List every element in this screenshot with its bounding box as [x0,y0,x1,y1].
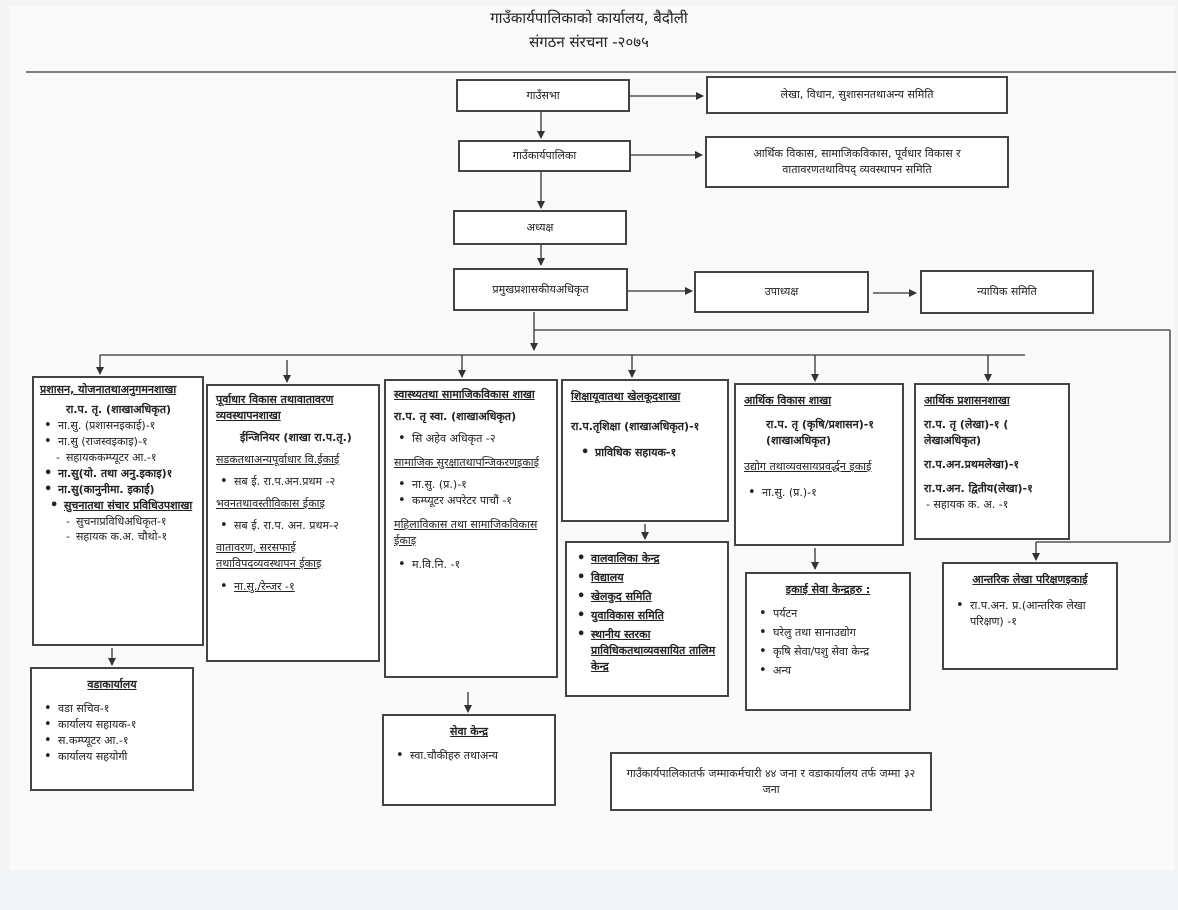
econ-dev-unit: उद्योग तथाव्यवसायप्रवर्द्धन इकाई [744,459,872,473]
education-units-list: वालवालिका केन्द्र विद्यालय खेलकुद समिति … [573,550,721,675]
health-branch-title: स्वास्थ्यतथा सामाजिकविकास शाखा [394,388,535,401]
list-item: ना.सु. (प्रशासनइकाई)-१ [40,417,196,436]
education-branch-box: शिक्षायूवातथा खेलकूदशाखा रा.प.तृशिक्षा (… [561,379,729,522]
admin-branch-box: प्रशासन, योजनातथाअनुगमनशाखा रा.प. तृ. (श… [32,376,204,646]
list-item: कार्यालय सहायक-१ [40,716,184,735]
infra-branch-box: पूर्वाधार विकास तथावातावरण व्यवस्थापनशाख… [206,384,380,662]
fin-admin-item: रा.प. तृ (लेखा)-१ ( लेखाअधिकृत) [924,417,1009,447]
list-item: सहायक क.अ. चौथो-१ [50,529,196,545]
health-unit-social: सामाजिक सुरक्षातथापन्जिकरणइकाई [394,455,540,469]
list-item: ना.सु. (प्र.)-१ [394,476,548,495]
list-item: ना.सु(कानुनीमा. इकाई) [40,481,196,500]
service-center-box: सेवा केन्द्र स्वा.चौकीहरु तथाअन्य [382,714,556,806]
admin-branch-title: प्रशासन, योजनातथाअनुगमनशाखा [40,383,177,396]
list-item: वालवालिका केन्द्र [573,550,721,569]
ward-office-box: वडाकार्यालय वडा सचिव-१ कार्यालय सहायक-१ … [30,667,194,791]
adhyaksha-label: अध्यक्ष [526,220,554,234]
upadhyaksha-label: उपाध्यक्ष [764,285,799,299]
list-item: म.वि.नि. -१ [394,556,548,575]
list-item: रा.प.अन. प्र.(आन्तरिक लेखा परिक्षण) -१ [952,597,1108,630]
infra-branch-title: पूर्वाधार विकास तथावातावरण व्यवस्थापनशाख… [216,393,334,422]
staff-summary-box: गाउँकार्यपालिकातर्फ जम्माकर्मचारी ४४ जना… [610,752,932,811]
gaunkaryapalika-label: गाउँकार्यपालिका [512,149,577,163]
cao-label: प्रमुखप्रशासकीयअधिकृत [492,282,589,296]
nyayik-samiti-label: न्यायिक समिति [977,285,1037,299]
ward-office-list: वडा सचिव-१ कार्यालय सहायक-१ स.कम्प्यूटर … [40,700,184,767]
adhyaksha-box: अध्यक्ष [453,210,627,245]
fin-admin-item: - सहायक क. अ. -१ [926,497,1009,511]
gaunsabha-label: गाउँसभा [526,88,560,102]
list-item: ना.सु(यो. तथा अनु.इकाइ)१ [40,465,196,484]
list-item: खेलकुद समिति [573,588,721,607]
list-item: सहायककम्प्यूटर आ.-१ [40,450,196,466]
health-branch-box: स्वास्थ्यतथा सामाजिकविकास शाखा रा.प. तृ … [384,379,558,678]
list-item: अन्य [755,662,901,681]
nyayik-samiti-box: न्यायिक समिति [920,270,1094,314]
list-item: युवाविकास समिति [573,607,721,626]
health-branch-head: रा.प. तृ स्वा. (शाखाअधिकृत) [394,409,517,423]
gaunsabha-committees-label: लेखा, विधान, सुशासनतथाअन्य समिति [780,88,934,102]
infra-branch-head: ईन्जिनियर (शाखा रा.प.तृ.) [240,430,352,444]
infra-unit-road: सडकतथाअन्यपूर्वाधार वि.ईकाई [216,452,340,466]
list-item: स्वा.चौकीहरु तथाअन्य [392,747,546,766]
office-title: गाउँकार्यपालिकाको कार्यालय, बैदौली [490,9,688,27]
cao-box: प्रमुखप्रशासकीयअधिकृत [453,268,628,311]
gaunsabha-committees-box: लेखा, विधान, सुशासनतथाअन्य समिति [706,76,1008,114]
service-center-title: सेवा केन्द्र [450,725,488,738]
admin-branch-head: रा.प. तृ. (शाखाअधिकृत) [66,402,172,416]
list-item: वडा सचिव-१ [40,700,184,719]
list-item: स्थानीय स्तरका प्राविधिकतथाव्यवसायित ताल… [573,626,721,675]
list-item: ना.सु./रेन्जर -१ [216,578,370,597]
list-item: कम्प्यूटर अपरेटर पाचौं -१ [394,492,548,511]
unit-service-centers-title: इकाई सेवा केन्द्रहरु : [785,583,871,596]
education-units-box: वालवालिका केन्द्र विद्यालय खेलकुद समिति … [565,541,729,697]
gaunsabha-box: गाउँसभा [456,79,630,112]
staff-summary-label: गाउँकार्यपालिकातर्फ जम्माकर्मचारी ४४ जना… [626,766,916,796]
list-item: विद्यालय [573,569,721,588]
list-item: कृषि सेवा/पशु सेवा केन्द्र [755,643,901,662]
fin-admin-subitem: सहायक क. अ. -१ [933,497,1009,511]
unit-service-centers-box: इकाई सेवा केन्द्रहरु : पर्यटन घरेलु तथा … [745,572,911,711]
infra-unit-building: भवनतथावस्तीविकास ईकाइ [216,496,325,510]
list-item: ना.सु (राजस्वइकाइ)-१ [40,433,196,452]
list-item: सब ई. रा.प.अन.प्रथम -२ [216,473,370,492]
internal-audit-title: आन्तरिक लेखा परिक्षणइकाई [972,573,1088,586]
gaunkaryapalika-box: गाउँकार्यपालिका [458,140,631,172]
fin-admin-branch-box: आर्थिक प्रशासनशाखा रा.प. तृ (लेखा)-१ ( ल… [914,383,1070,540]
education-branch-head: रा.प.तृशिक्षा (शाखाअधिकृत)-१ [571,419,700,433]
admin-branch-list: ना.सु. (प्रशासनइकाई)-१ ना.सु (राजस्वइकाइ… [40,417,196,546]
upadhyaksha-box: उपाध्यक्ष [694,271,869,313]
unit-service-centers-list: पर्यटन घरेलु तथा सानाउद्योग कृषि सेवा/पश… [755,605,901,681]
ward-office-title: वडाकार्यालय [87,678,137,691]
internal-audit-box: आन्तरिक लेखा परिक्षणइकाई रा.प.अन. प्र.(आ… [942,562,1118,670]
chart-title: संगठन संरचना -२०७५ [529,33,649,51]
health-unit-women: महिलाविकास तथा सामाजिकविकास ईकाइ [394,517,538,547]
econ-dev-branch-head: रा.प. तृ (कृषि/प्रशासन)-१ (शाखाअधिकृत) [766,417,875,447]
fin-admin-item: रा.प.अन. द्वितीय(लेखा)-१ [924,481,1033,495]
list-item: सुचनातथा संचार प्रविधिउपशाखा [46,497,196,516]
education-branch-title: शिक्षायूवातथा खेलकूदशाखा [571,390,681,403]
list-item: ना.सु. (प्र.)-१ [744,484,894,503]
fin-admin-item: रा.प.अन.प्रथमलेखा)-१ [924,457,1020,471]
karyapalika-committees-label: आर्थिक विकास, सामाजिकविकास, पूर्वधार विक… [753,147,961,176]
list-item: सि अहेव अधिकृत -२ [394,430,548,449]
list-item: पर्यटन [755,605,901,624]
list-item: प्राविधिक सहायक-१ [577,444,719,463]
list-item: सुचनाप्रविधिअधिकृत-१ [50,514,196,530]
infra-unit-environment: वातावरण, सरसफाई तथाविपदव्यवस्थापन ईकाइ [216,540,322,570]
list-item: सब ई. रा.प. अन. प्रथम-२ [216,517,370,536]
karyapalika-committees-box: आर्थिक विकास, सामाजिकविकास, पूर्वधार विक… [705,136,1009,188]
list-item: कार्यालय सहयोगी [40,748,184,767]
fin-admin-branch-title: आर्थिक प्रशासनशाखा [924,394,1010,407]
list-item: घरेलु तथा सानाउद्योग [755,624,901,643]
list-item: स.कम्प्यूटर आ.-१ [40,732,184,751]
econ-dev-branch-title: आर्थिक विकास शाखा [744,394,832,407]
econ-dev-branch-box: आर्थिक विकास शाखा रा.प. तृ (कृषि/प्रशासन… [734,383,904,546]
